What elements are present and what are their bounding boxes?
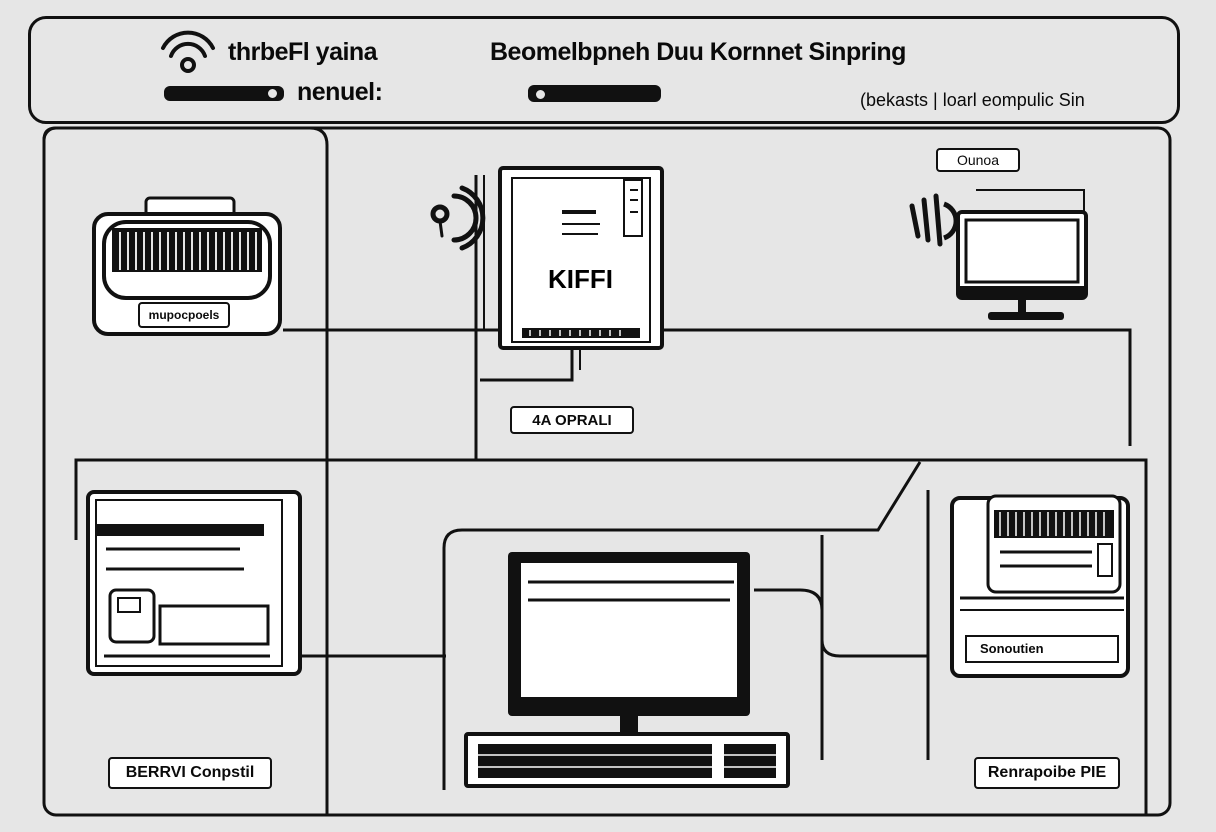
- header-panel: [28, 16, 1180, 124]
- header-subtitle-left: nenuel:: [297, 78, 383, 106]
- monitor-icon: [909, 189, 1088, 320]
- wireless-signal-icon: [430, 185, 486, 251]
- monitor-top-label: Ounoa: [936, 148, 1020, 172]
- header-title-center: Beomelbpneh Duu Kornnet Sinpring: [490, 38, 906, 66]
- desktop-computer-icon: [508, 552, 750, 732]
- header-bar-center: [528, 85, 661, 102]
- header-bar-center-knob: [534, 88, 547, 101]
- router-brand: KIFFI: [548, 264, 613, 294]
- server-label: Renrapoibe PIE: [974, 757, 1120, 789]
- printer-label: mupocpoels: [138, 302, 230, 328]
- left-pc-icon: [86, 490, 302, 676]
- header-bar-left: [164, 86, 284, 101]
- header-caption-right: (bekasts | loarl eompulic Sin: [860, 90, 1085, 110]
- server-unit-label: Sonoutien: [980, 641, 1044, 656]
- header-bar-left-knob: [266, 87, 279, 100]
- router-tag: 4A OPRALI: [510, 406, 634, 434]
- router-icon: [498, 166, 664, 350]
- keyboard-icon: [464, 732, 790, 788]
- left-pc-label: BERRVI Conpstil: [108, 757, 272, 789]
- server-icon: [950, 494, 1130, 678]
- header-title-left: thrbeFl yaina: [228, 38, 378, 66]
